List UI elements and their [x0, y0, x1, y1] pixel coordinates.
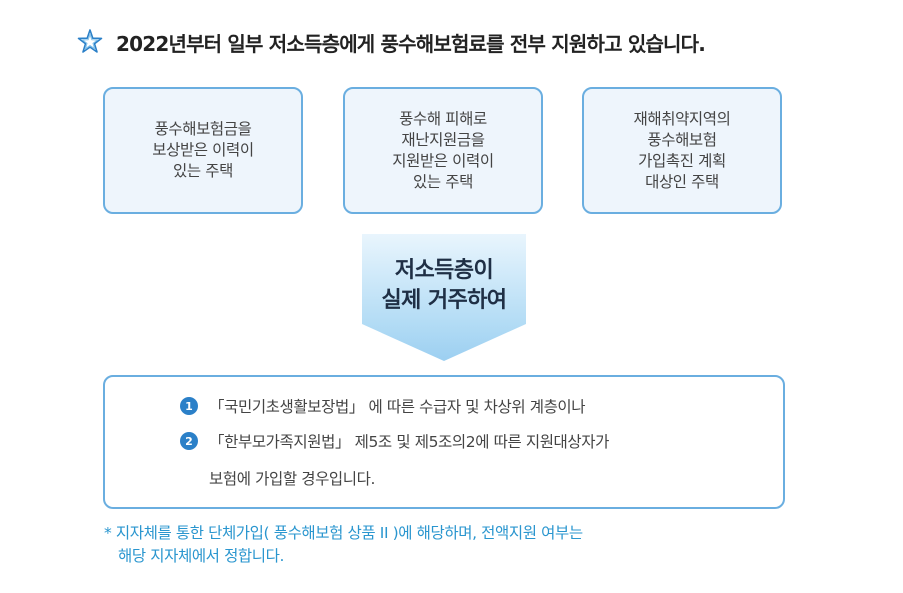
card-line: 재난지원금을 — [401, 130, 485, 149]
criteria-card-insurance-payout: 풍수해보험금을 보상받은 이력이 있는 주택 — [103, 87, 303, 214]
arrow-text: 저소득층이 실제 거주하여 — [362, 256, 526, 316]
condition-item: 1 「국민기초생활보장법」 에 따른 수급자 및 차상위 계층이나 — [180, 395, 586, 417]
condition-text: 「한부모가족지원법」 제5조 및 제5조의2에 따른 지원대상자가 — [209, 433, 610, 451]
condition-continuation: 보험에 가입할 경우입니다. — [209, 470, 376, 488]
card-line: 가입촉진 계획 — [638, 151, 726, 170]
card-line: 보상받은 이력이 — [152, 141, 254, 159]
arrow-line: 저소득층이 — [394, 258, 494, 283]
title-row: 2022년부터 일부 저소득층에게 풍수해보험료를 전부 지원하고 있습니다. — [76, 24, 706, 60]
down-arrow-shape — [362, 234, 526, 361]
card-line: 풍수해보험 — [647, 130, 717, 149]
number-badge: 2 — [180, 432, 198, 450]
criteria-card-disaster-aid: 풍수해 피해로 재난지원금을 지원받은 이력이 있는 주택 — [343, 87, 543, 214]
page-title: 2022년부터 일부 저소득층에게 풍수해보험료를 전부 지원하고 있습니다. — [116, 31, 706, 56]
card-line: 재해취약지역의 — [633, 109, 731, 128]
card-line: 있는 주택 — [173, 162, 233, 180]
footnote-line: 해당 지자체에서 정합니다. — [118, 547, 285, 565]
footnote: * 지자체를 통한 단체가입( 풍수해보험 상품 II )에 해당하며, 전액지… — [104, 522, 583, 568]
criteria-card-vulnerable-area: 재해취약지역의 풍수해보험 가입촉진 계획 대상인 주택 — [582, 87, 782, 214]
number-badge: 1 — [180, 397, 198, 415]
condition-text: 「국민기초생활보장법」 에 따른 수급자 및 차상위 계층이나 — [209, 398, 586, 416]
card-line: 지원받은 이력이 — [392, 151, 494, 170]
down-arrow-callout: 저소득층이 실제 거주하여 — [362, 234, 526, 361]
condition-item: 2 「한부모가족지원법」 제5조 및 제5조의2에 따른 지원대상자가 — [180, 430, 609, 452]
star-outline-icon — [77, 29, 103, 53]
arrow-line: 실제 거주하여 — [381, 288, 508, 313]
card-line: 대상인 주택 — [645, 172, 719, 191]
card-line: 풍수해보험금을 — [154, 120, 252, 138]
card-line: 있는 주택 — [413, 172, 473, 191]
card-line: 풍수해 피해로 — [399, 109, 487, 128]
conditions-box: 1 「국민기초생활보장법」 에 따른 수급자 및 차상위 계층이나 2 「한부모… — [103, 375, 785, 509]
footnote-line: * 지자체를 통한 단체가입( 풍수해보험 상품 II )에 해당하며, 전액지… — [104, 524, 583, 542]
